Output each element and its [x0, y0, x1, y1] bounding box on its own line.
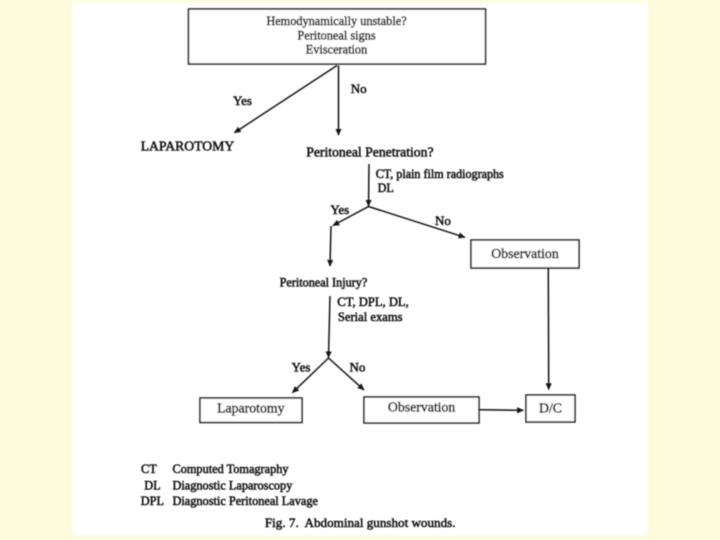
svg-text:D/C: D/C: [539, 400, 562, 415]
svg-text:Hemodynamically unstable?: Hemodynamically unstable?: [266, 14, 406, 28]
svg-text:CT, plain film radiographs: CT, plain film radiographs: [376, 167, 504, 181]
svg-text:Fig. 7. Abdominal gunshot wou: Fig. 7. Abdominal gunshot wounds.: [265, 515, 456, 530]
svg-text:No: No: [351, 81, 367, 96]
svg-text:Yes: Yes: [233, 93, 252, 108]
svg-text:No: No: [435, 213, 451, 228]
svg-text:Peritoneal Injury?: Peritoneal Injury?: [280, 275, 368, 289]
svg-text:Laparotomy: Laparotomy: [217, 401, 285, 416]
svg-text:Computed Tomagraphy: Computed Tomagraphy: [173, 462, 290, 476]
svg-text:Diagnostic Peritoneal Lavage: Diagnostic Peritoneal Lavage: [173, 494, 319, 508]
svg-text:CT: CT: [141, 462, 157, 476]
svg-text:No: No: [350, 359, 366, 374]
svg-text:Evisceration: Evisceration: [306, 43, 367, 57]
svg-text:DL: DL: [144, 479, 160, 493]
svg-text:Yes: Yes: [330, 202, 349, 217]
svg-text:Observation: Observation: [388, 400, 456, 415]
svg-text:Diagnostic Laparoscopy: Diagnostic Laparoscopy: [173, 479, 294, 493]
svg-text:CT, DPL, DL,: CT, DPL, DL,: [337, 295, 408, 309]
svg-text:DL: DL: [378, 181, 394, 195]
svg-text:Peritoneal signs: Peritoneal signs: [297, 28, 375, 42]
svg-text:Yes: Yes: [292, 359, 311, 374]
svg-text:DPL: DPL: [141, 494, 164, 508]
svg-text:LAPAROTOMY: LAPAROTOMY: [141, 138, 235, 153]
svg-text:Serial exams: Serial exams: [338, 310, 403, 324]
svg-text:Observation: Observation: [491, 246, 559, 261]
svg-text:Peritoneal Penetration?: Peritoneal Penetration?: [306, 144, 433, 159]
